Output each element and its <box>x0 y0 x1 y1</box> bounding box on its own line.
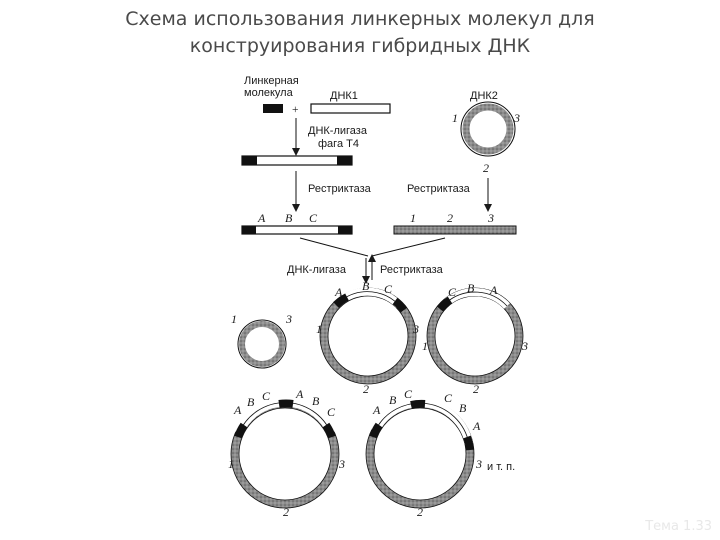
small-site-3: 3 <box>285 312 292 326</box>
ligase-label: ДНК-лигаза <box>287 264 347 276</box>
linker-right-end <box>337 156 352 165</box>
dna1-label: ДНК1 <box>330 90 358 102</box>
h2-site-1: 1 <box>422 339 428 353</box>
hybrid-plasmid-3 <box>230 398 340 509</box>
dna2-site-3: 3 <box>513 111 520 125</box>
dna2-frag-site-2: 2 <box>447 211 453 225</box>
ligase-t4-label-2: фага Т4 <box>318 138 359 150</box>
dna2-site-2: 2 <box>483 161 489 175</box>
title-line-2: конструирования гибридных ДНК <box>189 35 531 57</box>
converge-right <box>371 237 446 257</box>
h3-site-c-left: C <box>262 389 271 403</box>
h1-site-c: C <box>384 282 393 296</box>
restrictase-label-3: Рестриктаза <box>380 264 444 276</box>
dna2-frag-site-3: 3 <box>487 211 494 225</box>
h4-site-a-right: A <box>472 419 481 433</box>
ligase-t4-label-1: ДНК-лигаза <box>308 125 368 137</box>
h3-site-2: 2 <box>283 505 289 519</box>
slide-title: Схема использования линкерных молекул дл… <box>0 6 720 60</box>
h1-site-a: A <box>334 285 343 299</box>
restrictase-label-1: Рестриктаза <box>308 183 372 195</box>
h1-site-3: 3 <box>412 322 419 336</box>
h4-site-c-top: C <box>404 387 413 401</box>
h3-site-b-right: B <box>312 394 320 408</box>
hybrid-plasmid-4 <box>365 399 475 509</box>
h2-site-2: 2 <box>473 382 479 396</box>
cut-linked-fragment <box>241 225 353 235</box>
h4-site-c-right: C <box>444 391 453 405</box>
restrictase-label-2: Рестриктаза <box>407 183 471 195</box>
dna2-plasmid <box>462 103 514 155</box>
dna2-frag-site-1: 1 <box>410 211 416 225</box>
h1-site-2: 2 <box>363 382 369 396</box>
linker-label-2: молекула <box>244 87 294 99</box>
cut-dna2-fragment <box>393 225 517 235</box>
small-plasmid-outer <box>237 319 287 369</box>
h2-site-c: C <box>448 285 457 299</box>
etc-label: и т. п. <box>487 461 515 473</box>
linker-label-1: Линкерная <box>244 75 299 87</box>
h3-site-b-left: B <box>247 395 255 409</box>
h1-site-1: 1 <box>316 322 322 336</box>
cut-linker-right <box>338 226 352 234</box>
h2-site-3: 3 <box>521 339 528 353</box>
dna1-fragment <box>310 103 391 114</box>
watermark: Тема 1.33 <box>645 519 712 534</box>
h2-site-a: A <box>489 283 498 297</box>
h4-site-a-left: A <box>372 403 381 417</box>
site-c-top: C <box>309 211 318 225</box>
linker-left-end <box>242 156 257 165</box>
hybrid-plasmid-2 <box>426 287 524 385</box>
h4-site-b-left: B <box>389 393 397 407</box>
linked-fragment <box>241 155 353 166</box>
plus-sign: + <box>292 104 299 116</box>
h4-site-2: 2 <box>417 505 423 519</box>
h4-site-b-right: B <box>459 401 467 415</box>
h2-site-b: B <box>467 281 475 295</box>
h3-site-c-right: C <box>327 405 336 419</box>
h3-site-1: 1 <box>228 457 234 471</box>
cut-linker-left <box>242 226 256 234</box>
h3-site-3: 3 <box>338 457 345 471</box>
dna2-label: ДНК2 <box>470 90 498 102</box>
h4-site-3: 3 <box>475 457 482 471</box>
h3-site-a-left: A <box>233 403 242 417</box>
title-line-1: Схема использования линкерных молекул дл… <box>125 8 595 30</box>
h1-site-b: B <box>362 279 370 293</box>
small-site-1: 1 <box>231 312 237 326</box>
site-a-top: A <box>257 211 266 225</box>
dna2-site-1: 1 <box>452 111 458 125</box>
linker-molecule <box>263 104 283 113</box>
dna2-plasmid-outer <box>460 101 516 157</box>
small-plasmid <box>239 321 285 367</box>
hybrid-plasmid-1 <box>319 287 417 385</box>
site-b-top: B <box>285 211 293 225</box>
h3-site-a-top: A <box>295 387 304 401</box>
converge-left <box>299 237 369 257</box>
